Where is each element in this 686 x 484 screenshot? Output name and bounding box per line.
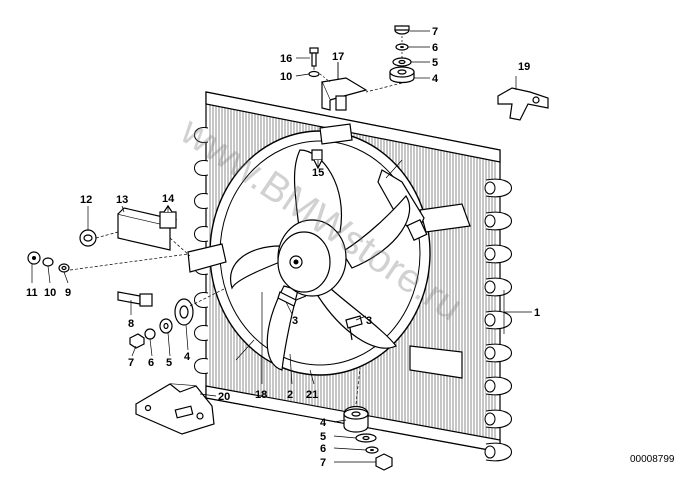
callout-4-left: 4: [184, 351, 191, 363]
callout-17: 17: [332, 51, 344, 63]
leader-lines: [31, 30, 532, 463]
left-lower-mount: [117, 287, 227, 349]
diagram-reference-number: 00008799: [630, 454, 675, 465]
callout-6-bottom: 6: [320, 443, 326, 455]
callout-6-top: 6: [432, 42, 438, 54]
callout-3-right: 3: [366, 315, 372, 327]
callout-7-bottom: 7: [320, 457, 326, 469]
callout-10-left: 10: [44, 287, 56, 299]
top-bracket: [308, 47, 368, 111]
callout-16: 16: [280, 53, 292, 65]
fan-blades: [229, 149, 411, 371]
callout-10-top: 10: [280, 71, 292, 83]
callout-14: 14: [162, 193, 175, 205]
left-bracket: [79, 204, 191, 257]
electrical-connector-19: [497, 76, 549, 121]
callout-19: 19: [518, 61, 530, 73]
bracket-20: [135, 383, 215, 435]
left-fasteners: [27, 251, 189, 273]
callout-5-bottom: 5: [320, 431, 326, 443]
condenser-tube-ends-left: [194, 127, 209, 374]
callout-labels: 7 6 5 4 16 10 17 19 15 12 13 14 11 10 9 …: [26, 26, 540, 469]
callout-8: 8: [128, 318, 134, 330]
callout-5-left: 5: [166, 357, 172, 369]
callout-20: 20: [218, 391, 230, 403]
callout-4-top: 4: [432, 73, 439, 85]
callout-6-left: 6: [148, 357, 154, 369]
callout-9: 9: [65, 287, 71, 299]
callout-5-top: 5: [432, 57, 438, 69]
callout-7-top: 7: [432, 26, 438, 38]
callout-15: 15: [312, 167, 324, 179]
callout-12: 12: [80, 194, 92, 206]
callout-3-left: 3: [292, 315, 298, 327]
callout-4-bottom: 4: [320, 417, 327, 429]
callout-7-left: 7: [128, 357, 134, 369]
callout-2: 2: [287, 389, 293, 401]
callout-1: 1: [534, 307, 540, 319]
callout-13: 13: [116, 194, 128, 206]
callout-11: 11: [26, 287, 38, 299]
top-mount-stack: [365, 25, 415, 93]
condenser-tube-bends: [484, 178, 513, 462]
bottom-mount-stack: [343, 367, 393, 471]
callout-18: 18: [255, 389, 267, 401]
callout-21: 21: [306, 389, 318, 401]
